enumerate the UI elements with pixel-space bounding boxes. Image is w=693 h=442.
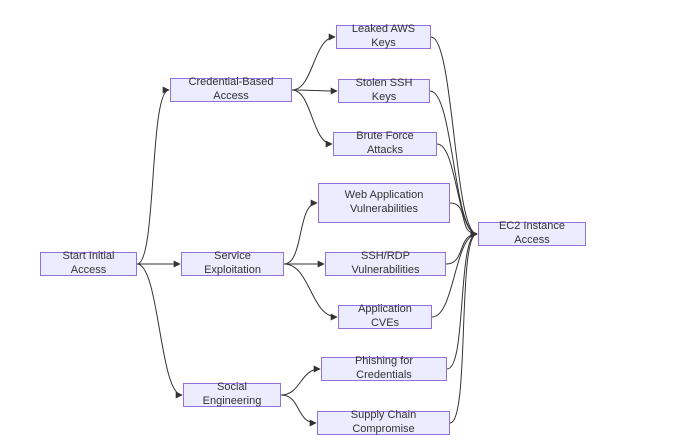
flow-edge-stolen-ec2 — [429, 90, 478, 238]
flow-edge-cred-brute — [291, 89, 333, 148]
flow-edge-leaked-ec2 — [430, 36, 478, 238]
flow-edge-social-phishing — [280, 365, 321, 396]
flow-edge-supply-ec2 — [449, 230, 478, 424]
flow-node-credential-based-access: Credential-Based Access — [170, 76, 292, 102]
flow-node-ec2-instance-access: EC2 Instance Access — [478, 220, 586, 246]
flow-node-social-engineering: Social Engineering — [183, 381, 281, 407]
flow-node-web-application-vulnerabilities: Web Application Vulnerabilities — [318, 183, 450, 223]
flow-edge-start-social — [136, 263, 183, 399]
flow-edge-phishing-ec2 — [446, 230, 478, 370]
flow-edge-webapp-ec2 — [449, 202, 478, 238]
flow-edge-service-cves — [283, 263, 338, 321]
flow-node-leaked-aws-keys: Leaked AWS Keys — [336, 23, 431, 49]
flow-node-phishing-for-credentials: Phishing for Credentials — [321, 355, 447, 381]
flow-edge-social-supply — [280, 394, 317, 427]
flow-node-service-exploitation: Service Exploitation — [181, 250, 284, 276]
flow-edge-cred-leaked — [291, 33, 336, 91]
flow-edge-start-cred — [136, 86, 170, 265]
flow-node-brute-force-attacks: Brute Force Attacks — [333, 130, 437, 156]
flow-node-start-initial-access: Start Initial Access — [40, 250, 137, 276]
flow-node-ssh-rdp-vulnerabilities: SSH/RDP Vulnerabilities — [325, 250, 446, 276]
flow-edge-cred-stolen — [291, 87, 338, 95]
flow-edge-service-webapp — [283, 199, 318, 265]
flow-node-application-cves: Application CVEs — [338, 303, 432, 329]
flow-edge-cves-ec2 — [431, 230, 478, 318]
flow-node-stolen-ssh-keys: Stolen SSH Keys — [338, 77, 430, 103]
flow-node-supply-chain-compromise: Supply Chain Compromise — [317, 409, 450, 435]
